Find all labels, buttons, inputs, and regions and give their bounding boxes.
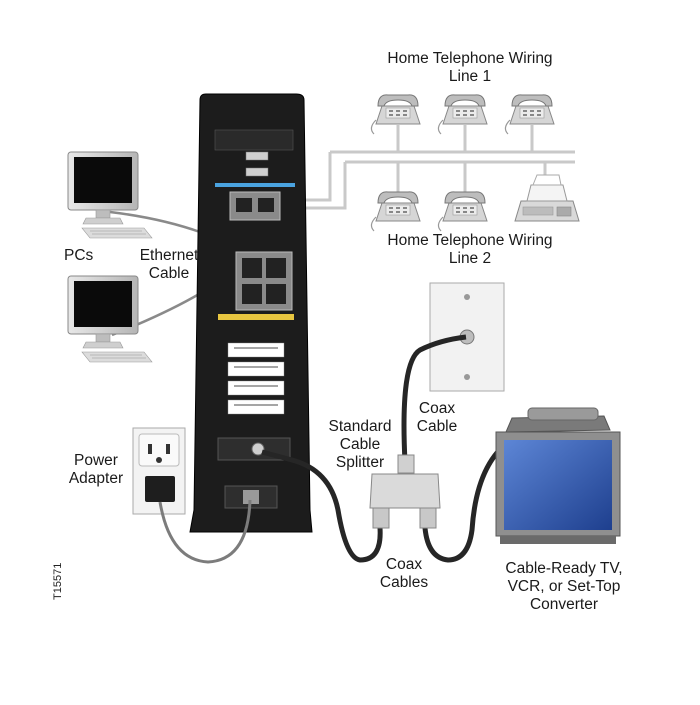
label-coax-cables: Coax Cables xyxy=(370,556,438,592)
label-tv-device: Cable-Ready TV, VCR, or Set-Top Converte… xyxy=(494,560,634,614)
label-line: Adapter xyxy=(68,470,124,487)
coax-wall-to-splitter xyxy=(401,334,467,463)
wall-coax-plate xyxy=(429,282,505,392)
label-line: Coax xyxy=(418,400,456,417)
label-power-adapter: Power Adapter xyxy=(62,452,130,488)
label-line: Converter xyxy=(529,596,599,613)
label-line: Cable-Ready TV, xyxy=(505,560,623,577)
label-line: Power xyxy=(74,452,118,469)
ethernet-ports xyxy=(235,251,293,311)
phone-wiring-lines xyxy=(293,125,575,210)
telephone-icon xyxy=(504,94,555,135)
label-line: Cable xyxy=(339,436,381,453)
usb-ports xyxy=(245,151,269,177)
label-line: Ethernet xyxy=(139,247,199,264)
pc-monitor-icon xyxy=(67,275,153,363)
telephone-icon xyxy=(370,94,421,135)
power-adapter-cord xyxy=(158,499,252,564)
pc-monitor-icon xyxy=(67,151,153,239)
label-line: Line 1 xyxy=(448,68,492,85)
label-home-wiring-line-1: Home Telephone Wiring Line 1 xyxy=(382,50,558,86)
label-line: Splitter xyxy=(335,454,385,471)
label-standard-cable-splitter: Standard Cable Splitter xyxy=(322,418,398,472)
label-line: VCR, or Set-Top xyxy=(507,578,621,595)
label-line: PCs xyxy=(64,247,94,264)
telephone-icon xyxy=(437,94,488,135)
label-pcs: PCs xyxy=(64,247,93,265)
tv-set xyxy=(495,407,621,544)
label-line: Cables xyxy=(379,574,429,591)
telephone-icon xyxy=(370,191,421,232)
serial-labels xyxy=(227,342,285,415)
telephone-ports xyxy=(229,191,281,221)
label-coax-cable: Coax Cable xyxy=(412,400,462,436)
label-home-wiring-line-2: Home Telephone Wiring Line 2 xyxy=(382,232,558,268)
label-line: Cable xyxy=(416,418,458,435)
label-line: Home Telephone Wiring xyxy=(387,50,553,67)
fax-machine-icon xyxy=(514,174,580,222)
label-line: Coax xyxy=(385,556,423,573)
cable-modem xyxy=(189,93,313,533)
coax-splitter-to-modem xyxy=(261,449,383,563)
figure-id-label: T15571 xyxy=(52,562,64,600)
label-line: Line 2 xyxy=(448,250,492,267)
wall-power-outlet xyxy=(132,427,186,515)
cable-splitter xyxy=(369,454,441,529)
tel-port-link-2 xyxy=(293,162,347,210)
label-line: Cable xyxy=(148,265,190,282)
telephone-icon xyxy=(437,191,488,232)
label-ethernet-cable: Ethernet Cable xyxy=(134,247,204,283)
label-line: Home Telephone Wiring xyxy=(387,232,553,249)
label-line: Standard xyxy=(328,418,392,435)
